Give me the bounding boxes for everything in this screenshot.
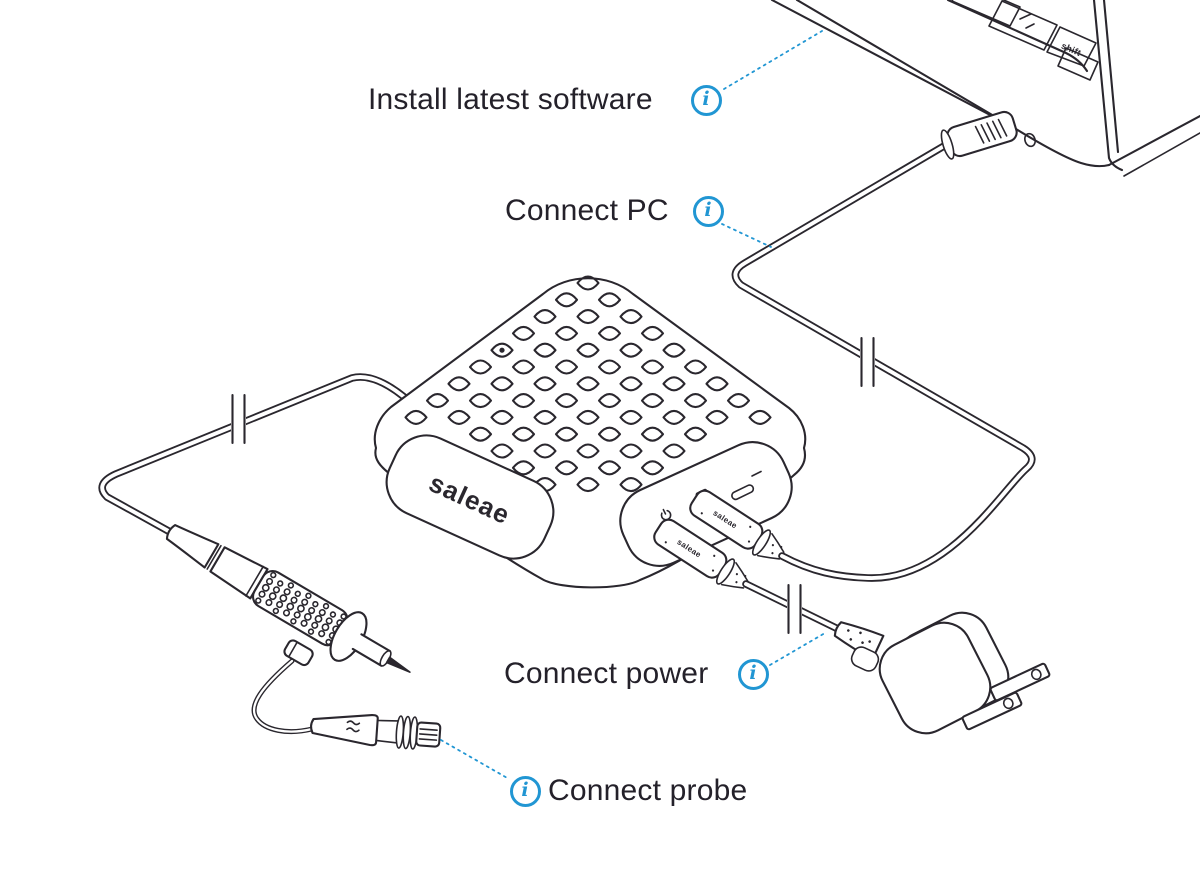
prong-lower — [961, 691, 1023, 731]
led-indicator-hole — [499, 347, 505, 353]
info-icon-glyph: i — [704, 199, 712, 221]
info-icon-glyph: i — [521, 779, 529, 801]
install-info-icon[interactable]: i — [690, 84, 722, 116]
laptop-port-hole — [1024, 132, 1036, 148]
laptop-screen-edge-left — [1092, 0, 1124, 172]
usb-connector-lower: saleae — [653, 518, 749, 589]
probe-cable — [98, 373, 414, 537]
power-adapter — [833, 611, 1051, 735]
device-top-pattern — [404, 275, 772, 493]
cable-break-markers — [231, 336, 875, 635]
laptop: shift — [770, 0, 1200, 177]
connect-power-label: Connect power — [504, 657, 709, 690]
laptop-deck-edge-outer — [770, 0, 994, 118]
power-info-icon[interactable]: i — [737, 658, 769, 690]
adapter-cable-tab — [850, 646, 880, 672]
laptop-key-question-slash — [988, 0, 1058, 51]
install-leader-line — [723, 30, 823, 90]
device-left-panel — [385, 434, 555, 560]
power-leader-line — [769, 632, 826, 666]
usb-c-port — [731, 484, 755, 501]
port-dash-mark — [751, 470, 762, 477]
laptop-base-right-edge2 — [1123, 132, 1200, 177]
power-prongs — [961, 662, 1051, 731]
prong-upper — [989, 662, 1051, 702]
probe-ground-lead — [251, 639, 442, 750]
oscilloscope-probe — [165, 524, 442, 750]
laptop-base-corner — [1014, 127, 1111, 168]
probe-neck — [209, 546, 269, 600]
info-icon-glyph: i — [702, 88, 710, 110]
cable-break-icon — [860, 336, 875, 388]
laptop-base-right-edge — [1107, 114, 1200, 167]
pc-info-icon[interactable]: i — [692, 195, 724, 227]
probe-needle — [385, 656, 411, 673]
laptop-key-glyphs — [1019, 13, 1035, 29]
install-software-label: Install latest software — [368, 83, 653, 116]
connect-pc-label: Connect PC — [505, 194, 669, 227]
probe-strain-relief — [165, 524, 220, 569]
leader-lines — [440, 30, 826, 780]
cable-break-icon — [787, 583, 802, 635]
connect-probe-label: Connect probe — [548, 774, 748, 807]
pc-leader-line — [721, 223, 772, 248]
cable-break-icon — [231, 393, 246, 445]
laptop-key — [951, 0, 1021, 27]
laptop-deck-edge-inner — [795, 0, 1018, 131]
probe-info-icon[interactable]: i — [509, 775, 541, 807]
laptop-screen-edge-right — [1102, 0, 1120, 154]
bnc-connector — [310, 714, 442, 750]
laptop-tray-edge — [946, 0, 1089, 73]
pc-cable — [731, 142, 1036, 582]
laptop-usb-plug — [940, 110, 1018, 160]
usb-connector-upper: saleae — [689, 489, 785, 560]
probe-grip-texture — [255, 571, 347, 646]
adapter-body-front — [878, 621, 992, 735]
laptop-deck-corner — [1057, 47, 1099, 81]
probe-leader-line — [440, 739, 510, 780]
info-icon-glyph: i — [749, 662, 757, 684]
laptop-key-shift — [1046, 26, 1097, 67]
